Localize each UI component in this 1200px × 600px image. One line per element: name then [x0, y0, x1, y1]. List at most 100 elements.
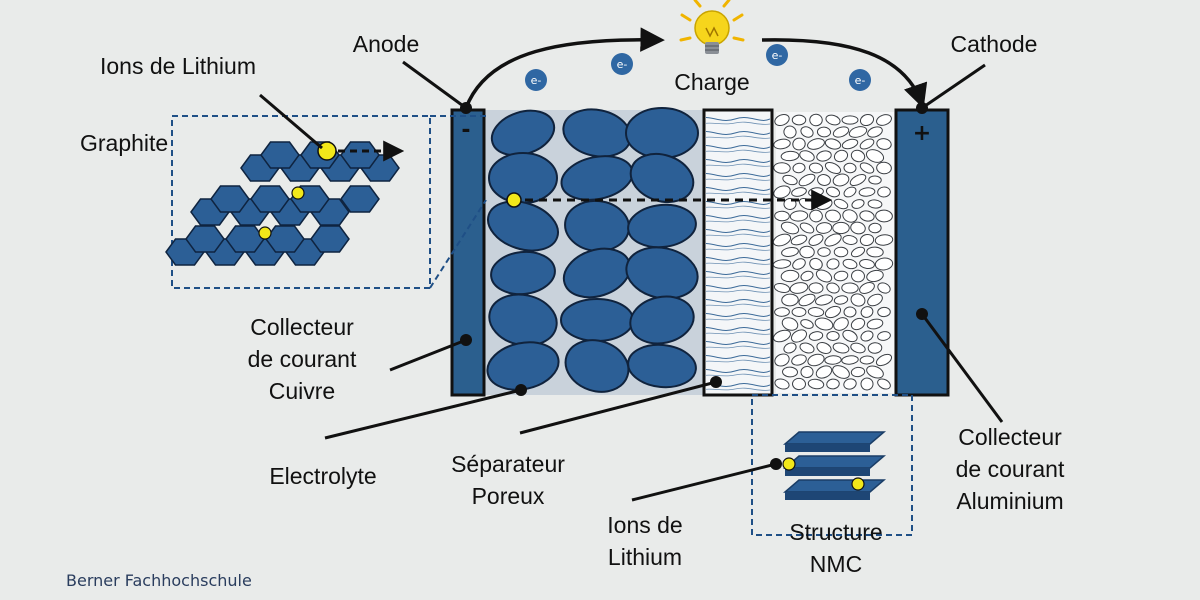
nmc-cell: [807, 378, 825, 390]
nmc-cell: [782, 174, 798, 186]
nmc-cell: [875, 209, 893, 223]
nmc-cell: [774, 378, 790, 390]
nmc-cell: [791, 114, 807, 126]
nmc-layers: [782, 431, 887, 500]
nmc-cell: [865, 149, 885, 163]
nmc-cell: [866, 246, 884, 258]
nmc-cell: [860, 330, 874, 342]
nmc-cell: [832, 365, 850, 379]
nmc-cell: [833, 317, 849, 331]
nmc-cell: [791, 377, 807, 391]
nmc-cell: [841, 355, 859, 365]
nmc-cell: [789, 210, 809, 222]
nmc-cell: [874, 234, 894, 246]
lithium-ion-icon: [317, 141, 337, 161]
minus-sign: -: [461, 118, 470, 143]
nmc-cell: [807, 353, 825, 367]
graphite-particle: [629, 295, 695, 345]
nmc-cell: [808, 162, 824, 174]
nmc-cell: [781, 246, 799, 258]
nmc-cell: [833, 198, 849, 210]
graphite-label: Graphite: [80, 130, 168, 156]
footer-institution: Berner Fachhochschule: [66, 571, 252, 590]
lithium-ions-bottom-line-2: Lithium: [608, 544, 682, 570]
nmc-cell: [876, 161, 892, 175]
nmc-cell: [824, 305, 842, 319]
nmc-cell: [850, 246, 866, 258]
nmc-cell: [859, 162, 875, 174]
nmc-cell: [832, 173, 850, 187]
nmc-cell: [790, 329, 808, 343]
graphite-hexagon: [340, 141, 380, 169]
nmc-cell: [780, 150, 800, 162]
nmc-cell: [773, 138, 791, 150]
nmc-cell: [877, 186, 891, 198]
nmc-cell: [815, 294, 833, 306]
nmc-cell: [877, 282, 891, 294]
separator-line-2: Poreux: [472, 483, 545, 509]
nmc-cell: [833, 295, 849, 305]
nmc-cell: [800, 319, 814, 329]
nmc-cell: [816, 126, 832, 138]
separator: [702, 108, 774, 397]
nmc-cell: [780, 221, 800, 235]
nmc-cell: [798, 173, 816, 187]
nmc-cell: [774, 307, 790, 317]
nmc-cell: [841, 115, 859, 125]
nmc-cell: [832, 126, 850, 138]
nmc-cell: [807, 307, 825, 317]
graphite-inset-box: [171, 115, 431, 289]
graphite-hexagon: [250, 185, 290, 213]
nmc-cell: [851, 199, 865, 209]
nmc-cell: [791, 187, 807, 197]
nmc-cell: [824, 355, 842, 365]
nmc-cell: [841, 138, 859, 150]
aluminium-collector-line-2: de courant: [956, 456, 1065, 482]
nmc-cell: [783, 342, 797, 354]
nmc-cell: [833, 246, 849, 258]
nmc-cell: [791, 307, 807, 317]
nmc-cell: [825, 114, 841, 126]
nmc-cell: [867, 293, 883, 307]
nmc-cell: [843, 378, 857, 390]
nmc-cell: [826, 378, 840, 390]
nmc-cathode-material: [772, 112, 894, 393]
nmc-cell: [815, 365, 833, 379]
nmc-cell: [850, 149, 866, 163]
nmc-cell: [867, 126, 883, 138]
aluminium-collector-line-1: Collecteur: [958, 424, 1062, 450]
nmc-cell: [826, 282, 840, 294]
nmc-cell: [815, 269, 833, 283]
nmc-cell: [842, 209, 858, 223]
nmc-cell: [843, 306, 857, 318]
nmc-cell: [877, 331, 891, 341]
nmc-cell: [850, 342, 866, 354]
nmc-cell: [799, 245, 815, 259]
nmc-cell: [860, 306, 874, 318]
nmc-cell: [772, 259, 792, 269]
nmc-cell: [799, 222, 815, 234]
nmc-inset-box: [751, 394, 913, 536]
nmc-cell: [841, 282, 859, 294]
nmc-cell: [850, 221, 866, 235]
nmc-cell: [814, 317, 834, 331]
nmc-cell: [843, 186, 857, 198]
nmc-cell: [816, 150, 832, 162]
lithium-ion-icon: [506, 192, 522, 208]
nmc-cell: [842, 235, 858, 245]
svg-text:e-: e-: [772, 49, 783, 62]
nmc-cell: [850, 317, 866, 331]
graphite-particle: [560, 298, 634, 342]
nmc-cell: [800, 126, 814, 138]
lithium-ion-icon: [258, 226, 272, 240]
svg-text:e-: e-: [531, 74, 542, 87]
graphite-hexagon: [185, 225, 225, 253]
nmc-cell: [774, 210, 790, 222]
nmc-cell: [859, 210, 875, 222]
nmc-cell: [858, 187, 876, 197]
nmc-cell: [876, 114, 892, 126]
graphite-hexagon: [210, 185, 250, 213]
graphite-hexagon: [260, 141, 300, 169]
nmc-cell: [868, 222, 882, 234]
